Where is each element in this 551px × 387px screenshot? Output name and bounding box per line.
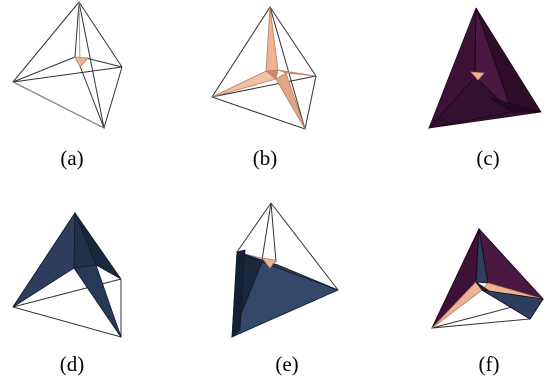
peach-fins-icon <box>211 6 317 130</box>
caption-c: (c) <box>476 146 500 170</box>
purple-navy-peach-tetrahedron-icon <box>431 227 545 329</box>
caption-f: (f) <box>478 352 500 376</box>
tetrahedron-wireframe-icon <box>12 0 123 129</box>
inner-triangle-icon <box>74 56 89 68</box>
caption-b: (b) <box>252 146 278 170</box>
navy-tetrahedron-icon <box>231 249 340 338</box>
caption-a: (a) <box>60 146 84 170</box>
caption-e: (e) <box>275 352 299 376</box>
navy-partial-tetrahedron-icon <box>12 211 122 338</box>
caption-d: (d) <box>59 352 85 376</box>
inner-triangle-icon <box>261 257 277 269</box>
solid-purple-tetrahedron-icon <box>427 7 542 129</box>
